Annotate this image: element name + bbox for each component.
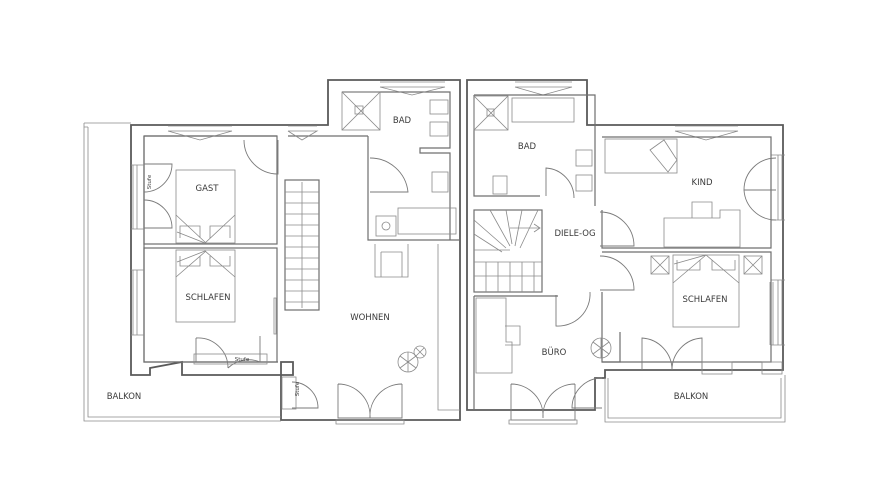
door-buero xyxy=(555,291,591,327)
washer-left xyxy=(375,215,397,237)
nightstand-right-1 xyxy=(650,255,670,275)
label-balkon-left: BALKON xyxy=(107,392,142,402)
bed-schlafen-left-pillows xyxy=(175,250,236,278)
room-kind-walls xyxy=(601,136,772,249)
left-unit xyxy=(83,79,461,425)
plant-wohnen-2-leaves xyxy=(415,347,425,357)
wc-left-1 xyxy=(429,99,449,115)
wc-right xyxy=(492,175,508,195)
door-gast xyxy=(143,163,173,229)
door-kind-window xyxy=(743,157,777,221)
desk-kind xyxy=(663,201,741,248)
bed-gast xyxy=(175,169,236,244)
label-diele: DIELE-OG xyxy=(554,229,595,239)
desk-buero xyxy=(475,297,521,374)
label-kind: KIND xyxy=(692,178,713,188)
step-schlafen-right-2 xyxy=(761,361,783,375)
bed-schlafen-right xyxy=(672,254,740,328)
wall-schlafen-right xyxy=(769,282,774,345)
shower-right-drain xyxy=(486,108,495,117)
window-bad-left xyxy=(379,81,446,96)
window-schlafen-left xyxy=(131,269,144,336)
sink-right-1 xyxy=(575,149,593,167)
door-wohnen-sill xyxy=(335,419,405,425)
label-bad-left: BAD xyxy=(393,116,412,126)
window-top-flur xyxy=(287,125,319,141)
window-schlafen-right xyxy=(771,279,785,346)
nightstand-right-2-x xyxy=(743,255,763,275)
sink-left xyxy=(431,171,449,193)
room-gast-walls xyxy=(143,135,278,245)
right-unit-outer-wall xyxy=(466,79,784,411)
bed-gast-pillows xyxy=(175,214,236,244)
plant-wohnen-1-leaves xyxy=(399,352,417,372)
bathtub-right xyxy=(511,97,575,123)
wc-left-2 xyxy=(429,121,449,137)
door-diele-schlafen xyxy=(599,255,635,291)
stair-right-arrow xyxy=(510,223,541,233)
right-unit xyxy=(466,79,786,425)
label-gast: GAST xyxy=(196,184,220,194)
door-schlafen-left-bottom xyxy=(195,336,261,369)
shower-right xyxy=(473,95,509,131)
room-buero-walls xyxy=(473,295,621,410)
door-buero-sill xyxy=(508,419,578,425)
label-schlafen-left: SCHLAFEN xyxy=(185,293,230,303)
label-wohnen: WOHNEN xyxy=(350,313,390,323)
window-gast xyxy=(131,164,144,230)
stair-left-treads xyxy=(285,182,319,308)
nightstand-right-2 xyxy=(743,255,763,275)
shower-left xyxy=(341,91,381,131)
bed-kind xyxy=(604,138,678,174)
shower-left-cross xyxy=(341,91,381,131)
label-bad-right: BAD xyxy=(518,142,537,152)
bed-kind-fold xyxy=(649,139,678,173)
room-schlafen-right-walls xyxy=(601,251,772,363)
label-stufe-balkon: Stufe xyxy=(295,381,301,396)
step-schlafen-left xyxy=(193,353,268,365)
label-stufe-schlafen: Stufe xyxy=(235,357,250,363)
kitchen-counter xyxy=(374,244,409,278)
door-bad-left xyxy=(369,157,409,193)
wohnen-wall xyxy=(437,244,460,411)
room-schlafen-left-walls xyxy=(143,247,278,363)
plant-buero-leaves xyxy=(592,338,610,358)
sink-right-2 xyxy=(575,174,593,192)
window-kind xyxy=(674,125,739,141)
wall-detail-schlafen xyxy=(273,297,277,335)
balcony-left-rail xyxy=(83,122,281,422)
door-wohnen-flur xyxy=(243,139,279,175)
door-schlafen-right-balcony xyxy=(641,337,703,371)
label-stufe-gast: Stufe xyxy=(147,174,153,189)
bathtub-left xyxy=(397,207,457,235)
nightstand-right-1-x xyxy=(650,255,670,275)
door-kind xyxy=(599,211,635,247)
label-schlafen-right: SCHLAFEN xyxy=(682,295,727,305)
window-bad-right xyxy=(514,81,573,96)
window-top-gast xyxy=(167,125,233,141)
window-kind-right xyxy=(771,154,785,221)
shower-right-cross xyxy=(473,95,509,131)
stair-right-treads xyxy=(473,209,542,292)
label-buero: BÜRO xyxy=(542,347,567,358)
left-unit-outer-wall xyxy=(130,79,461,421)
bed-schlafen-right-pillows xyxy=(672,254,740,284)
plant-wohnen-2 xyxy=(413,345,427,359)
step-schlafen-right xyxy=(701,361,733,375)
bed-schlafen-left xyxy=(175,249,236,323)
stair-left xyxy=(284,179,320,311)
door-bad-right xyxy=(545,167,575,199)
door-wohnen-terrace xyxy=(337,383,403,419)
door-buero-balkon xyxy=(571,377,603,409)
balcony-right-rail xyxy=(604,375,786,423)
door-balkon-stufe-left xyxy=(291,381,319,409)
stair-right xyxy=(473,209,543,293)
washer-left-drum xyxy=(381,221,391,231)
label-balkon-right: BALKON xyxy=(674,392,709,402)
step-balkon-left xyxy=(281,376,297,410)
shower-left-drain xyxy=(354,105,364,115)
door-buero-terrace xyxy=(510,383,576,421)
